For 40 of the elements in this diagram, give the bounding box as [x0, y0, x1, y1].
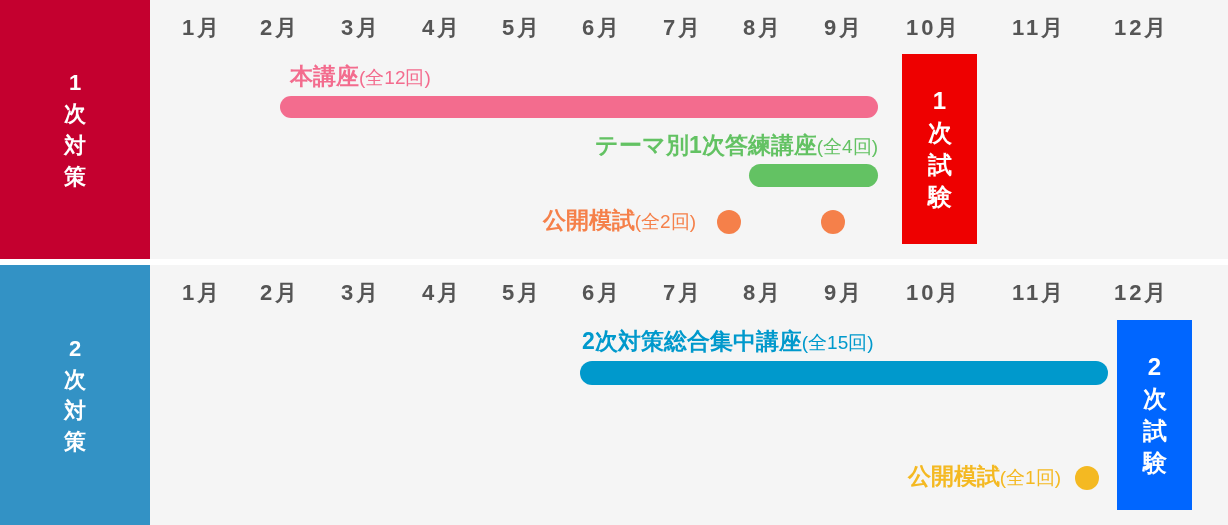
mock-exam-label: 公開模試(全2回): [542, 206, 696, 235]
section-title: 1次対策: [64, 69, 86, 191]
month-label: 5月: [502, 279, 543, 307]
course-label: テーマ別1次答練講座(全4回): [594, 131, 878, 160]
month-label: 6月: [582, 14, 623, 42]
course-label: 本講座(全12回): [290, 62, 431, 91]
month-label: 5月: [502, 14, 543, 42]
month-label: 9月: [824, 14, 865, 42]
section-header: [0, 0, 150, 259]
month-label: 6月: [582, 279, 623, 307]
month-label: 10月: [906, 279, 962, 307]
month-label: 4月: [422, 279, 463, 307]
exam-title: 1次試験: [927, 86, 952, 212]
course-bar: [280, 96, 878, 118]
month-label: 4月: [422, 14, 463, 42]
section-header: [0, 265, 150, 525]
month-label: 9月: [824, 279, 865, 307]
month-label: 7月: [663, 279, 704, 307]
month-label: 2月: [260, 14, 301, 42]
exam-title: 2次試験: [1142, 352, 1167, 478]
month-label: 10月: [906, 14, 962, 42]
month-label: 1月: [182, 14, 223, 42]
month-label: 8月: [743, 14, 784, 42]
month-label: 12月: [1114, 279, 1170, 307]
month-label: 7月: [663, 14, 704, 42]
mock-exam-label: 公開模試(全1回): [907, 462, 1061, 491]
month-label: 3月: [341, 14, 382, 42]
month-label: 3月: [341, 279, 382, 307]
month-label: 11月: [1012, 14, 1067, 42]
course-label: 2次対策総合集中講座(全15回): [582, 327, 874, 356]
exam-box: [902, 54, 977, 244]
exam-box: [1117, 320, 1192, 510]
month-label: 8月: [743, 279, 784, 307]
month-label: 1月: [182, 279, 223, 307]
month-label: 2月: [260, 279, 301, 307]
month-label: 12月: [1114, 14, 1170, 42]
course-bar: [580, 361, 1108, 385]
course-bar: [749, 164, 878, 187]
month-label: 11月: [1012, 279, 1067, 307]
section-title: 2次対策: [64, 334, 86, 457]
